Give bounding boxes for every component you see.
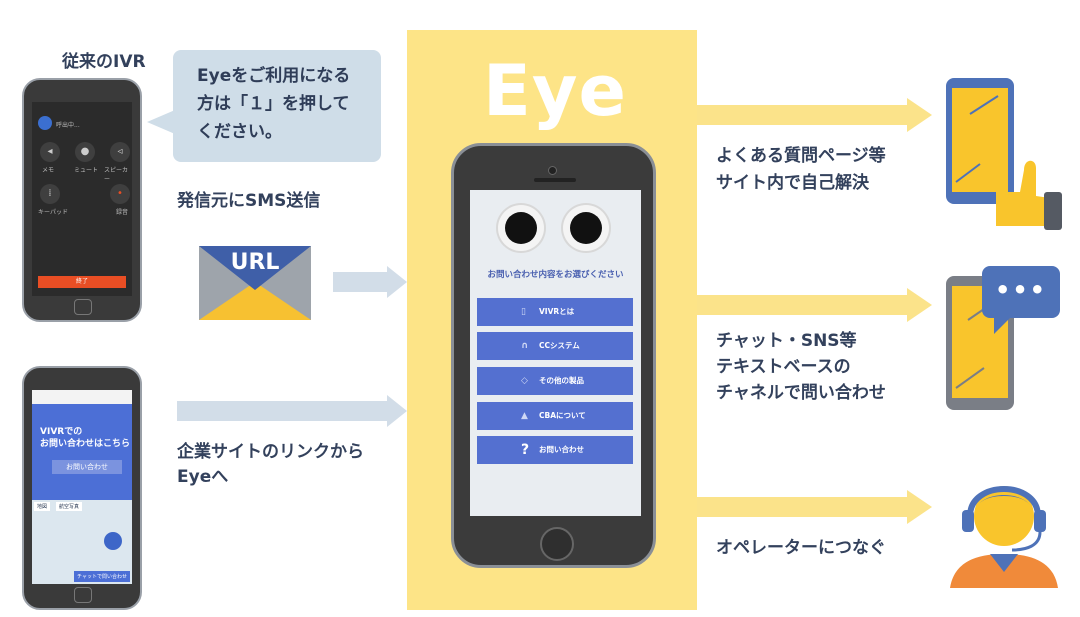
outcome-self-service: よくある質問ページ等 サイト内で自己解決 (716, 143, 886, 197)
end-call-button[interactable]: 終了 (38, 276, 126, 288)
left-eye-icon (498, 205, 544, 251)
building-icon: ▲ (521, 411, 528, 421)
select-prompt: お問い合わせ内容をお選びください (487, 270, 624, 280)
question-icon: ? (521, 442, 530, 458)
menu-contact-button[interactable]: ? お問い合わせ (477, 436, 633, 464)
avatar (38, 116, 52, 130)
bubble-line: ください。 (197, 122, 282, 142)
phone-icon: ▯ (521, 307, 526, 317)
outcome-line: チャット・SNS等 (716, 331, 857, 351)
menu-label: VIVRとは (539, 307, 575, 316)
arrow-to-eye (177, 395, 407, 427)
record-button[interactable]: • (110, 184, 130, 204)
menu-cc-system-button[interactable]: ∩ CCシステム (477, 332, 633, 360)
home-button[interactable] (540, 527, 574, 561)
memo-button[interactable]: ◂ (40, 142, 60, 162)
envelope-text: URL (230, 250, 280, 275)
bubble-tail (147, 110, 175, 134)
camera (548, 166, 557, 175)
chat-phone-icon (946, 266, 1060, 410)
arrow-to-outcome-3 (697, 490, 932, 524)
menu-other-products-button[interactable]: ◇ その他の製品 (477, 367, 633, 395)
map-tab-map[interactable]: 地図 (34, 502, 51, 511)
calling-status: 呼出中... (56, 122, 80, 129)
outcome-operator: オペレーターにつなぐ (716, 536, 886, 561)
sms-caption: 発信元にSMS送信 (177, 191, 321, 211)
hero-line: VIVRでの (40, 427, 83, 437)
keypad-button[interactable]: ⁞ (40, 184, 60, 204)
mute-button[interactable]: ● (75, 142, 95, 162)
menu-vivr-button[interactable]: ▯ VIVRとは (477, 298, 633, 326)
eye-logo: Eye (483, 50, 627, 132)
caption-line: Eyeへ (177, 467, 229, 487)
outcome-text-channel: チャット・SNS等 テキストベースの チャネルで問い合わせ (716, 328, 886, 406)
menu-label: お問い合わせ (539, 445, 584, 454)
ivr-caption: 従来のIVR (62, 52, 146, 72)
web-phone-screen: VIVRでの お問い合わせはこちら お問い合わせ 地図 航空写真 チャットで問い… (32, 390, 132, 584)
box-icon: ◇ (521, 376, 528, 386)
bubble-line: 方は「１」を押して (197, 94, 350, 114)
home-button[interactable] (74, 299, 92, 315)
website-caption: 企業サイトのリンクから Eyeへ (177, 440, 364, 490)
menu-label: CCシステム (539, 341, 580, 350)
menu-label: その他の製品 (539, 376, 584, 385)
operator-icon (950, 486, 1058, 588)
ivr-phone: 呼出中... ◂ メモ ● ミュート ◃ スピーカー ⁞ キーパッド • 録音 … (22, 78, 142, 322)
hero-line: お問い合わせはこちら (40, 439, 131, 449)
memo-label: メモ (42, 167, 55, 174)
record-label: 録音 (116, 209, 129, 216)
outcome-line: テキストベースの (716, 357, 851, 377)
address-bar (32, 390, 132, 404)
outcome-line: オペレーターにつなぐ (716, 538, 886, 558)
web-phone: VIVRでの お問い合わせはこちら お問い合わせ 地図 航空写真 チャットで問い… (22, 366, 142, 610)
arrow-to-eye (333, 266, 407, 298)
keypad-label: キーパッド (38, 209, 68, 216)
down-arrow-icon (268, 132, 290, 152)
envelope-icon (199, 246, 311, 320)
chat-button[interactable]: チャットで問い合わせ (74, 571, 130, 582)
thumbs-up-phone-icon (946, 78, 1062, 230)
bubble-line: Eyeをご利用になる (197, 66, 351, 86)
mute-label: ミュート (74, 167, 99, 174)
contact-button[interactable]: お問い合わせ (52, 460, 122, 474)
map[interactable]: 地図 航空写真 チャットで問い合わせ (32, 500, 132, 584)
caption-line: 企業サイトのリンクから (177, 442, 364, 462)
speaker (534, 178, 576, 182)
outcome-line: サイト内で自己解決 (716, 173, 869, 193)
hero-text: VIVRでの お問い合わせはこちら (40, 426, 130, 450)
outcome-line: チャネルで問い合わせ (716, 383, 886, 403)
chat-dots: ••• (994, 276, 1048, 304)
ivr-phone-screen: 呼出中... ◂ メモ ● ミュート ◃ スピーカー ⁞ キーパッド • 録音 … (32, 102, 132, 296)
right-eye-icon (563, 205, 609, 251)
outcome-line: よくある質問ページ等 (716, 146, 886, 166)
map-tab-satellite[interactable]: 航空写真 (56, 502, 83, 511)
headset-icon: ∩ (521, 341, 529, 351)
web-hero: VIVRでの お問い合わせはこちら お問い合わせ (32, 404, 132, 500)
location-pin-icon[interactable] (104, 532, 122, 550)
home-button[interactable] (74, 587, 92, 603)
menu-label: CBAについて (539, 411, 586, 420)
arrow-to-outcome-1 (697, 98, 932, 132)
speaker-label: スピーカー (104, 167, 129, 183)
arrow-to-outcome-2 (697, 288, 932, 322)
menu-about-cba-button[interactable]: ▲ CBAについて (477, 402, 633, 430)
speaker-button[interactable]: ◃ (110, 142, 130, 162)
